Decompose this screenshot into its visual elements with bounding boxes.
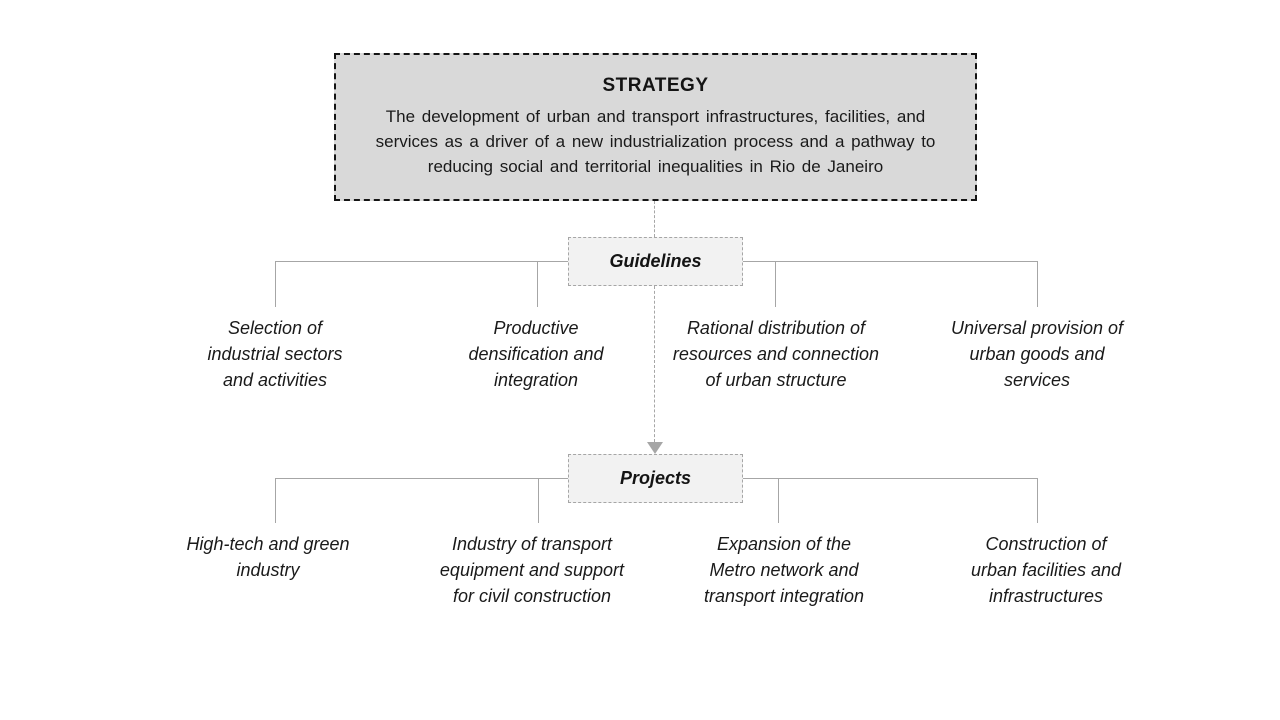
projects-drop-line-3 (778, 478, 779, 523)
project-item-hightech: High-tech and green industry (186, 534, 350, 580)
projects-drop-line-4 (1037, 478, 1038, 523)
project-item-transport-equipment: Industry of transport equipment and supp… (439, 534, 625, 606)
guidelines-drop-line-2 (537, 261, 538, 307)
strategy-box: STRATEGY The development of urban and tr… (334, 53, 977, 201)
guidelines-branch-line-right (743, 261, 1038, 262)
guidelines-drop-line-1 (275, 261, 276, 307)
guidelines-node-label: Guidelines (609, 251, 702, 271)
connector-strategy-guidelines (654, 201, 655, 237)
project-item-metro-expansion: Expansion of the Metro network and trans… (703, 534, 865, 606)
connector-guidelines-projects (654, 286, 655, 442)
guidelines-drop-line-3 (775, 261, 776, 307)
guidelines-drop-line-4 (1037, 261, 1038, 307)
projects-node-label: Projects (619, 468, 692, 488)
projects-drop-line-1 (275, 478, 276, 523)
projects-branch-line-right (743, 478, 1038, 479)
arrow-down-icon (647, 442, 663, 454)
strategy-title: STRATEGY (602, 75, 709, 96)
guidelines-node: Guidelines (568, 237, 743, 286)
projects-node: Projects (568, 454, 743, 503)
strategy-description: The development of urban and transport i… (375, 107, 936, 176)
guideline-item-provision: Universal provision of urban goods and s… (950, 318, 1124, 390)
guideline-item-densification: Productive densification and integration (468, 318, 604, 390)
projects-drop-line-2 (538, 478, 539, 523)
project-item-urban-facilities: Construction of urban facilities and inf… (970, 534, 1122, 606)
guideline-item-sectors: Selection of industrial sectors and acti… (207, 318, 343, 390)
guidelines-branch-line-left (275, 261, 568, 262)
guideline-item-distribution: Rational distribution of resources and c… (672, 318, 880, 390)
projects-branch-line-left (275, 478, 568, 479)
